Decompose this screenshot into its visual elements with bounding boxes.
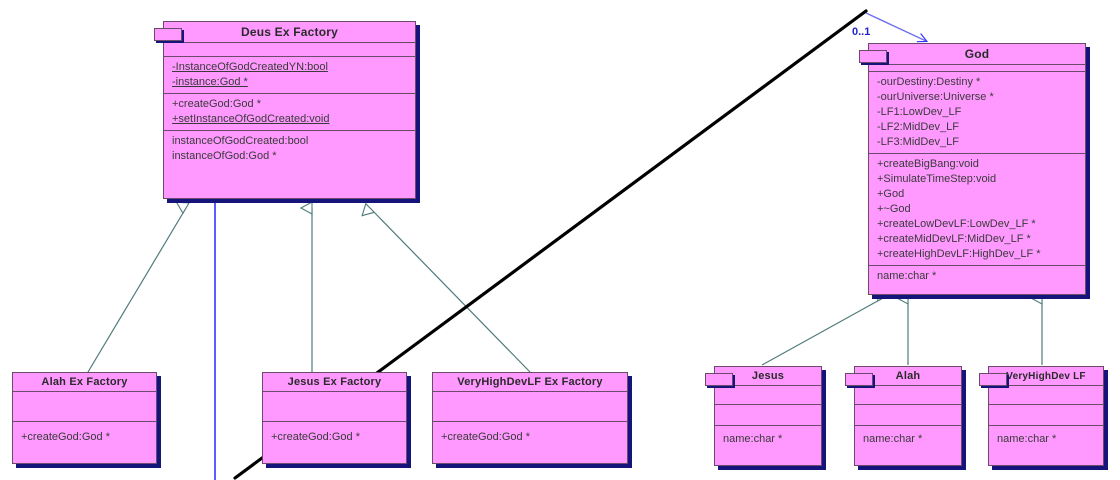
attribute-item: -LF2:MidDev_LF (877, 121, 959, 133)
class-box-alah[interactable]: Alah name:char * (845, 366, 962, 466)
attribute-item: -LF3:MidDev_LF (877, 136, 959, 148)
class-name-jesus-ex-factory: Jesus Ex Factory (287, 376, 382, 388)
extra-compartment-veryhighdev-lf: name:char * (989, 425, 1103, 450)
extra-compartment-jesus: name:char * (715, 425, 821, 450)
class-box-jesus[interactable]: Jesus name:char * (705, 366, 822, 466)
association-deusexfactory-to-god (214, 12, 926, 480)
compartment-spacer (164, 42, 415, 56)
class-name-alah: Alah (895, 370, 921, 382)
class-name-veryhighdevlf-ex-factory: VeryHighDevLF Ex Factory (457, 376, 603, 388)
class-box-alah-ex-factory[interactable]: Alah Ex Factory +createGod:God * (12, 372, 157, 464)
operation-item: +createGod:God * (441, 431, 530, 443)
operation-item: +God (877, 188, 905, 200)
class-name-alah-ex-factory: Alah Ex Factory (41, 376, 128, 388)
attributes-compartment-alah (855, 385, 961, 404)
extra-item: instanceOfGodCreated:bool (172, 135, 309, 147)
operation-item: +setInstanceOfGodCreated:void (172, 113, 330, 125)
class-box-veryhighdev-lf[interactable]: VeryHighDev LF name:char * (979, 366, 1104, 466)
extra-compartment-deus-ex-factory: instanceOfGodCreated:bool instanceOfGod:… (164, 130, 415, 167)
attribute-item: -LF1:LowDev_LF (877, 106, 962, 118)
operations-compartment-veryhighdevlf-ex-factory: +createGod:God * (433, 421, 627, 448)
operation-item: +createGod:God * (21, 431, 110, 443)
generalization-veryhighdevlfexfactory-to-deusexfactory (370, 208, 531, 373)
operations-compartment-jesus (715, 404, 821, 425)
attribute-item: -instance:God * (172, 76, 248, 88)
generalization-jesus-to-god (761, 298, 883, 366)
class-name-jesus: Jesus (751, 370, 785, 382)
operations-compartment-alah (855, 404, 961, 425)
operation-item: +createGod:God * (271, 431, 360, 443)
operation-item: +SimulateTimeStep:void (877, 173, 997, 185)
extra-item: instanceOfGod:God * (172, 150, 277, 162)
operations-compartment-alah-ex-factory: +createGod:God * (13, 421, 156, 448)
class-name-god: God (964, 47, 990, 61)
attributes-compartment-deus-ex-factory: -InstanceOfGodCreatedYN:bool -instance:G… (164, 56, 415, 93)
operation-item: +createLowDevLF:LowDev_LF * (877, 218, 1036, 230)
operations-compartment-jesus-ex-factory: +createGod:God * (263, 421, 406, 448)
attributes-compartment-jesus (715, 385, 821, 404)
class-box-god[interactable]: God -ourDestiny:Destiny * -ourUniverse:U… (859, 43, 1086, 295)
attributes-compartment-god: -ourDestiny:Destiny * -ourUniverse:Unive… (869, 71, 1085, 153)
class-tab-icon (154, 28, 182, 41)
operations-compartment-deus-ex-factory: +createGod:God * +setInstanceOfGodCreate… (164, 93, 415, 130)
operation-item: +createGod:God * (172, 98, 261, 110)
operation-item: +createHighDevLF:HighDev_LF * (877, 248, 1041, 260)
compartment-spacer (869, 64, 1085, 71)
extra-item: name:char * (863, 433, 923, 445)
class-box-deus-ex-factory[interactable]: Deus Ex Factory -InstanceOfGodCreatedYN:… (154, 21, 416, 199)
generalization-alahexfactory-to-deusexfactory (87, 208, 186, 373)
class-tab-icon (705, 373, 733, 386)
extra-compartment-god: name:char * (869, 265, 1085, 287)
operation-item: +~God (877, 203, 911, 215)
extra-item: name:char * (997, 433, 1057, 445)
class-tab-icon (859, 50, 887, 63)
class-tab-icon (979, 373, 1007, 386)
attributes-compartment-jesus-ex-factory (263, 391, 406, 421)
class-box-veryhighdevlf-ex-factory[interactable]: VeryHighDevLF Ex Factory +createGod:God … (432, 372, 628, 464)
extra-item: name:char * (877, 270, 937, 282)
extra-item: name:char * (723, 433, 783, 445)
attribute-item: -InstanceOfGodCreatedYN:bool (172, 61, 328, 73)
attribute-item: -ourUniverse:Universe * (877, 91, 994, 103)
operations-compartment-veryhighdev-lf (989, 404, 1103, 425)
attributes-compartment-veryhighdev-lf (989, 385, 1103, 404)
class-tab-icon (845, 373, 873, 386)
extra-compartment-alah: name:char * (855, 425, 961, 450)
multiplicity-label-0-1: 0..1 (852, 26, 871, 38)
operation-item: +createBigBang:void (877, 158, 979, 170)
operations-compartment-god: +createBigBang:void +SimulateTimeStep:vo… (869, 153, 1085, 265)
class-name-deus-ex-factory: Deus Ex Factory (240, 25, 339, 39)
attribute-item: -ourDestiny:Destiny * (877, 76, 981, 88)
class-box-jesus-ex-factory[interactable]: Jesus Ex Factory +createGod:God * (262, 372, 407, 464)
attributes-compartment-alah-ex-factory (13, 391, 156, 421)
operation-item: +createMidDevLF:MidDev_LF * (877, 233, 1031, 245)
class-name-veryhighdev-lf: VeryHighDev LF (1006, 370, 1086, 382)
attributes-compartment-veryhighdevlf-ex-factory (433, 391, 627, 421)
